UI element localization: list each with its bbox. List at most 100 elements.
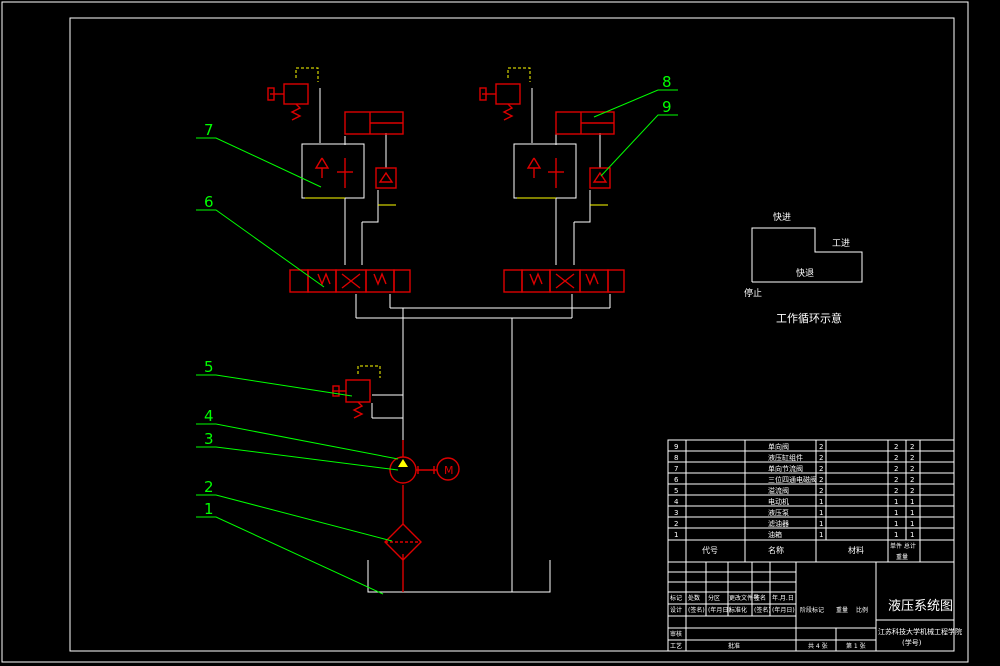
bom-name: 液压泵 [768,508,789,517]
bom-single: 1 [894,498,898,506]
inner-border [69,17,955,652]
bom-name: 三位四通电磁阀 [768,475,817,484]
bom-no: 1 [674,531,678,539]
bom-qty: 1 [819,520,823,528]
tb-design-sign: (签名) [688,606,705,614]
cycle-diagram: 快进 工进 快退 停止 工作循环示意 [744,211,850,325]
solenoid-right-a [503,269,523,293]
pilot-lines [295,67,608,378]
tb-zone: 分区 [708,594,720,602]
bom-single: 2 [894,443,898,451]
bom-name: 电动机 [768,497,789,506]
motor-symbol [436,457,460,481]
bom-no: 4 [674,498,679,506]
pilot-valve-right [495,83,521,105]
leader-7: 7 [204,121,214,139]
bom-qty: 1 [819,498,823,506]
bom-total: 2 [910,443,914,451]
bom-no: 5 [674,487,678,495]
bom-qty: 2 [819,476,823,484]
tb-design-date: (年月日) [708,606,731,614]
bom-h-weight2: 重量 [896,553,908,561]
leader-4: 4 [204,407,214,425]
tb-sheets-total: 共 4 张 [808,642,828,650]
tb-process: 工艺 [670,642,682,650]
pilot-valve-left [283,83,309,105]
bom-name: 滤油器 [768,519,789,528]
bom-single: 2 [894,487,898,495]
tb-ratify: 批准 [728,642,740,650]
leader-lines [196,89,678,595]
drawing-title: 液压系统图 [888,599,953,614]
bom-qty: 2 [819,465,823,473]
motor-label: M [444,464,454,477]
title-block [667,561,955,652]
bom-name: 液压缸组件 [768,453,803,462]
tb-std-sign: (签名) [754,606,771,614]
cycle-caption: 工作循环示意 [776,311,842,325]
bom-total: 1 [910,498,914,506]
bom-qty: 1 [819,509,823,517]
bom-table [667,439,955,563]
bom-h-weight: 单件 总计 [890,542,916,550]
bom-total: 1 [910,509,914,517]
bom-h-material: 材料 [848,545,864,555]
bom-total: 2 [910,476,914,484]
leader-8: 8 [662,73,672,91]
bom-qty: 2 [819,443,823,451]
leader-1: 1 [204,500,214,518]
tb-scale: 比例 [856,606,868,614]
leader-6: 6 [204,193,214,211]
bom-name: 油箱 [768,530,782,539]
cycle-fast-return: 快退 [796,267,814,279]
components [267,83,625,592]
bom-h-code: 代号 [702,545,718,555]
tb-design: 设计 [670,606,682,614]
bom-qty: 2 [819,487,823,495]
bom-total: 2 [910,454,914,462]
tb-date: 年.月.日 [772,594,794,602]
pipe-lines [319,88,863,593]
leader-2: 2 [204,478,214,496]
cycle-stop: 停止 [744,287,762,299]
tb-mark: 标记 [670,594,682,602]
bom-total: 1 [910,520,914,528]
bom-no: 8 [674,454,678,462]
check-valve-right [589,167,611,189]
tb-weight: 重量 [836,606,848,614]
tb-approve: 审核 [670,630,682,638]
tb-change: 更改文件号 [729,594,759,602]
bom-header: 代号 名称 材料 单件 总计 重量 [702,542,916,561]
outer-border [1,1,969,663]
check-valve-left [375,167,397,189]
tb-stage: 阶段标记 [800,606,824,614]
tb-code: (学号) [902,638,922,647]
bom-single: 2 [894,454,898,462]
tb-school: 江苏科技大学机械工程学院 [878,627,962,636]
bom-no: 2 [674,520,678,528]
bom-total: 2 [910,487,914,495]
bom-no: 3 [674,509,678,517]
tb-sign: 签名 [754,594,766,602]
bom-total: 2 [910,465,914,473]
bom-no: 6 [674,476,679,484]
title-block-text: 标记 处数 分区 更改文件号 签名 年.月.日 设计 (签名) (年月日) 标准… [670,594,962,650]
bom-name: 单向节流阀 [768,464,803,473]
cycle-work-feed: 工进 [832,238,850,249]
bom-h-name: 名称 [768,545,784,555]
leader-3: 3 [204,430,214,448]
bom-qty: 2 [819,454,823,462]
bom-qty: 1 [819,531,823,539]
bom-no: 7 [674,465,678,473]
tb-count: 处数 [688,594,700,602]
bom-single: 2 [894,476,898,484]
bom-single: 1 [894,531,898,539]
bom-single: 1 [894,509,898,517]
bom-single: 2 [894,465,898,473]
leader-5: 5 [204,358,214,376]
filter-symbol [384,523,422,561]
bom-name: 单向阀 [768,442,789,451]
bom-single: 1 [894,520,898,528]
